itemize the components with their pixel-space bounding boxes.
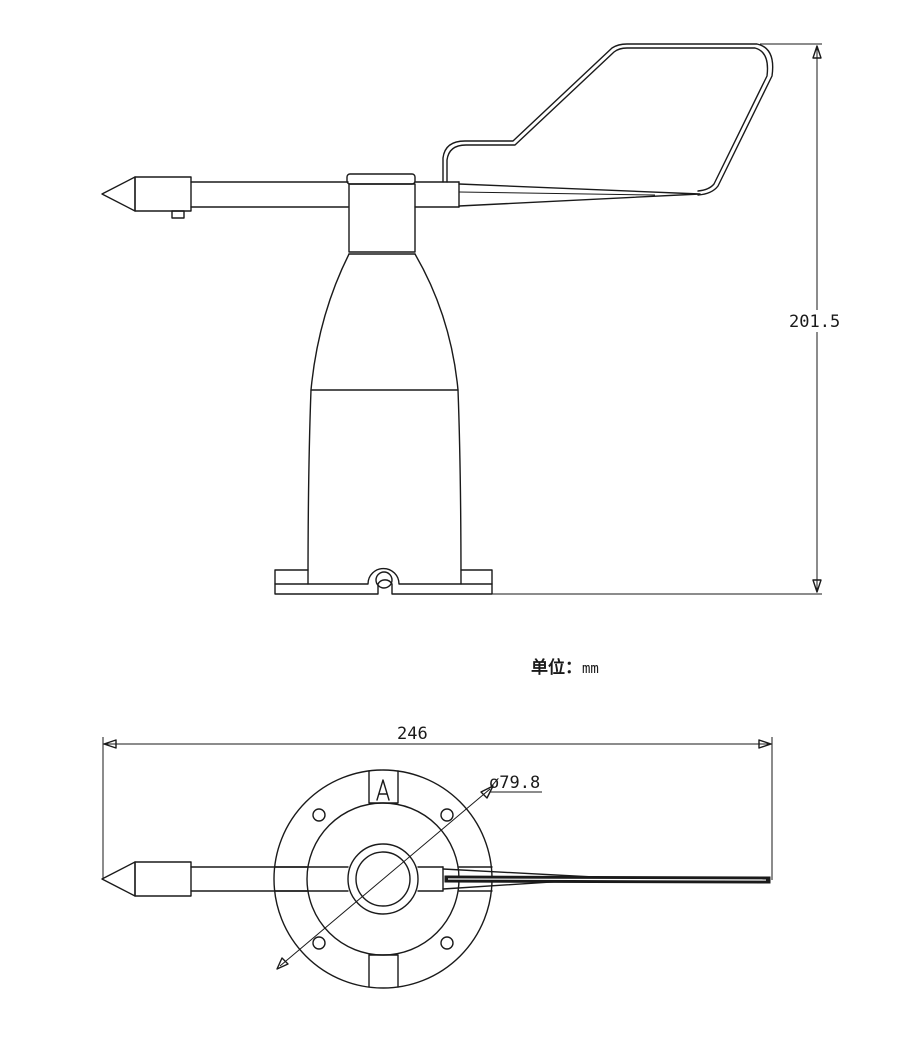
bolt-hole	[312, 808, 326, 822]
width-dimension-label: 246	[397, 724, 428, 744]
side-hub-top	[346, 173, 416, 185]
side-base-flange	[274, 569, 493, 595]
diameter-dimension-label: ø79.8	[489, 773, 540, 793]
height-dimension-label: 201.5	[789, 312, 840, 332]
top-hub-outer	[347, 843, 419, 915]
north-arrow-icon	[376, 779, 390, 801]
top-hub-inner	[355, 851, 411, 907]
side-tail-fin-inner	[446, 47, 769, 192]
side-hub	[348, 183, 416, 253]
side-set-screw	[171, 210, 185, 219]
side-tail-fin-outer	[442, 43, 774, 196]
side-view: 201.5	[101, 43, 843, 595]
side-tail-taper	[458, 183, 701, 207]
side-nose-collar	[134, 176, 192, 212]
bolt-hole	[440, 936, 454, 950]
north-marker-tab	[368, 770, 399, 804]
side-base-slot	[274, 567, 493, 585]
bottom-tab	[368, 954, 399, 988]
bolt-hole	[312, 936, 326, 950]
unit-label: 单位：mm	[531, 657, 599, 678]
top-view: 246 ø79.8	[101, 724, 773, 989]
side-body-lower	[307, 389, 462, 585]
top-nose-collar	[134, 861, 192, 897]
side-nose-cone	[101, 176, 136, 212]
top-nose-cone	[101, 861, 136, 897]
bolt-hole	[440, 808, 454, 822]
side-body-upper	[310, 253, 459, 391]
